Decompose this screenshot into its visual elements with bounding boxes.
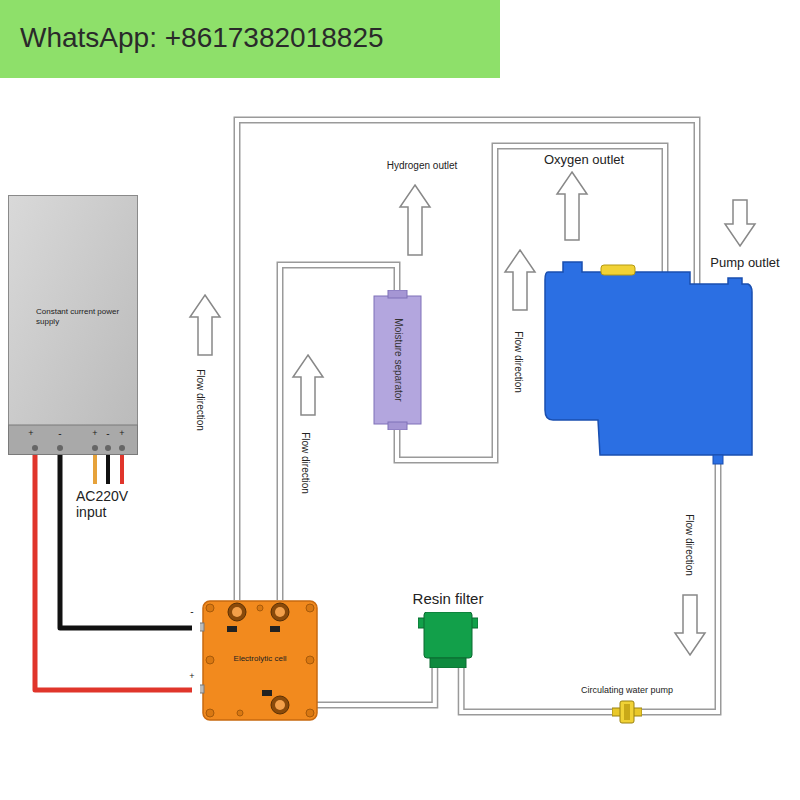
power-supply-body — [8, 195, 138, 455]
flow-arrow — [557, 172, 587, 240]
water-tank — [545, 262, 752, 464]
wire-connector — [35, 455, 192, 690]
outlet-label: Oxygen outlet — [544, 153, 624, 168]
pipe-connector — [317, 668, 435, 705]
pipe-core — [317, 668, 435, 705]
flow-arrow — [400, 185, 430, 255]
pump-body — [612, 700, 642, 724]
circulating-water-pump: Circulating water pump — [612, 700, 642, 724]
flow-arrow — [293, 355, 323, 415]
power-input-label: AC220V input — [76, 488, 138, 520]
wire-connector — [60, 455, 192, 628]
terminal-sign: + — [28, 428, 33, 438]
node-label: Circulating water pump — [581, 685, 673, 696]
pipe-outline — [317, 668, 435, 705]
terminal-sign: - — [190, 606, 193, 618]
watermark: WhatsApp: +8617382018825 — [20, 22, 384, 54]
node-label: Constant current power supply — [36, 307, 122, 326]
terminal-sign: - — [58, 428, 61, 440]
flow-arrow — [725, 200, 755, 246]
flow-label: Flow direction — [683, 514, 695, 576]
node-label: Electrolytic cell — [210, 654, 310, 664]
node-label: Resin filter — [413, 590, 484, 608]
terminal-sign: + — [189, 671, 194, 681]
flow-arrow — [675, 595, 705, 655]
power-supply: Constant current power supply — [8, 195, 138, 455]
terminal-sign: + — [119, 428, 124, 438]
wire — [60, 455, 192, 628]
filter-body — [418, 612, 478, 668]
outlet-label: Hydrogen outlet — [387, 160, 458, 172]
flow-arrow — [190, 295, 220, 355]
resin-filter: Resin filter — [418, 612, 478, 668]
flow-label: Flow direction — [512, 331, 524, 393]
flow-label: Flow direction — [194, 369, 206, 431]
moisture-separator: Moisture separator — [370, 290, 425, 430]
terminal-sign: - — [106, 428, 109, 440]
flow-arrow — [505, 250, 535, 310]
banner — [0, 0, 500, 78]
flow-label: Flow direction — [299, 432, 311, 494]
electrolytic-cell: Electrolytic cell — [200, 598, 320, 723]
flow-arrow — [190, 172, 755, 655]
wire — [35, 455, 192, 690]
node-label: Moisture separator — [392, 318, 404, 401]
ac-input-wire — [95, 455, 122, 484]
outlet-label: Pump outlet — [710, 256, 779, 271]
terminal-sign: + — [92, 428, 97, 438]
